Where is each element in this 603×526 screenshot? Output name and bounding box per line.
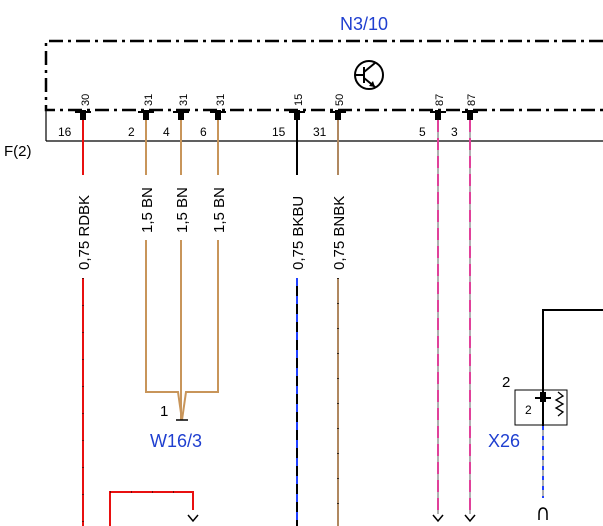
svg-text:3: 3 <box>451 125 458 139</box>
wire-bnbk: 0,75 BNBK <box>331 120 348 526</box>
wire-label: 1,5 BN <box>174 187 191 233</box>
svg-text:31: 31 <box>143 94 155 106</box>
continuation-arrows <box>187 514 476 523</box>
svg-text:4: 4 <box>163 125 170 139</box>
svg-text:15: 15 <box>293 94 305 106</box>
continuation-arrow-icon <box>464 514 476 523</box>
ground-box <box>514 389 568 426</box>
pin-16: 30 16 <box>58 94 92 139</box>
splice-name: W16/3 <box>150 431 202 451</box>
svg-text:87: 87 <box>466 94 478 106</box>
wire-label: 0,75 BNBK <box>331 196 348 270</box>
splice-pin: 1 <box>160 403 168 420</box>
svg-text:30: 30 <box>80 94 92 106</box>
ground-spring-icon <box>554 391 565 417</box>
svg-text:5: 5 <box>419 125 426 139</box>
pin-6: 31 6 <box>200 94 227 139</box>
pin-3: 87 3 <box>451 94 478 139</box>
connector-f2: F(2) <box>4 110 603 160</box>
wire-label: 1,5 BN <box>139 187 156 233</box>
pin-4: 31 4 <box>163 94 190 139</box>
lower-partial-block <box>109 491 194 526</box>
ground-pin-outer: 2 <box>502 374 510 391</box>
svg-text:31: 31 <box>313 125 327 139</box>
module-name: N3/10 <box>340 14 388 34</box>
module-boundary <box>44 39 603 112</box>
continuation-arrow-icon <box>187 514 199 523</box>
pin-31: 50 31 <box>313 94 346 139</box>
wire-label: 0,75 RDBK <box>76 195 93 270</box>
svg-text:6: 6 <box>200 125 207 139</box>
terminal-marks <box>75 110 478 120</box>
wire-bn-3: 1,5 BN <box>181 120 228 421</box>
wire-rdbk: 0,75 RDBK <box>76 120 93 526</box>
pin-list: 30 16 31 2 31 4 31 6 15 15 50 31 87 5 87 <box>58 94 478 139</box>
connector-name: F(2) <box>4 143 32 160</box>
module-n3-10: N3/10 <box>44 14 603 112</box>
ground-point-x26: 2 2 X26 <box>488 309 603 520</box>
pin-5: 87 5 <box>419 94 446 139</box>
pin-2: 31 2 <box>128 94 155 139</box>
svg-text:31: 31 <box>215 94 227 106</box>
ground-pin-inner: 2 <box>525 403 532 417</box>
svg-text:2: 2 <box>128 125 135 139</box>
wire-bn-2: 1,5 BN <box>174 120 191 420</box>
wires: 0,75 RDBK 1,5 BN 1,5 BN 1,5 BN 0,75 BKBU <box>76 120 471 526</box>
wire-bn-1: 1,5 BN <box>139 120 183 421</box>
continuation-arrow-icon <box>538 507 548 520</box>
ground-name: X26 <box>488 431 520 451</box>
wire-label: 0,75 BKBU <box>290 196 307 270</box>
svg-text:15: 15 <box>272 125 286 139</box>
transistor-icon <box>354 60 384 90</box>
svg-text:31: 31 <box>178 94 190 106</box>
continuation-arrow-icon <box>432 514 444 523</box>
svg-text:16: 16 <box>58 125 72 139</box>
splice-w16-3: 1 W16/3 <box>150 403 202 451</box>
svg-text:50: 50 <box>334 94 346 106</box>
wire-label: 1,5 BN <box>211 187 228 233</box>
wire-bkbu: 0,75 BKBU <box>290 120 307 526</box>
svg-text:87: 87 <box>434 94 446 106</box>
pin-15: 15 15 <box>272 94 305 139</box>
